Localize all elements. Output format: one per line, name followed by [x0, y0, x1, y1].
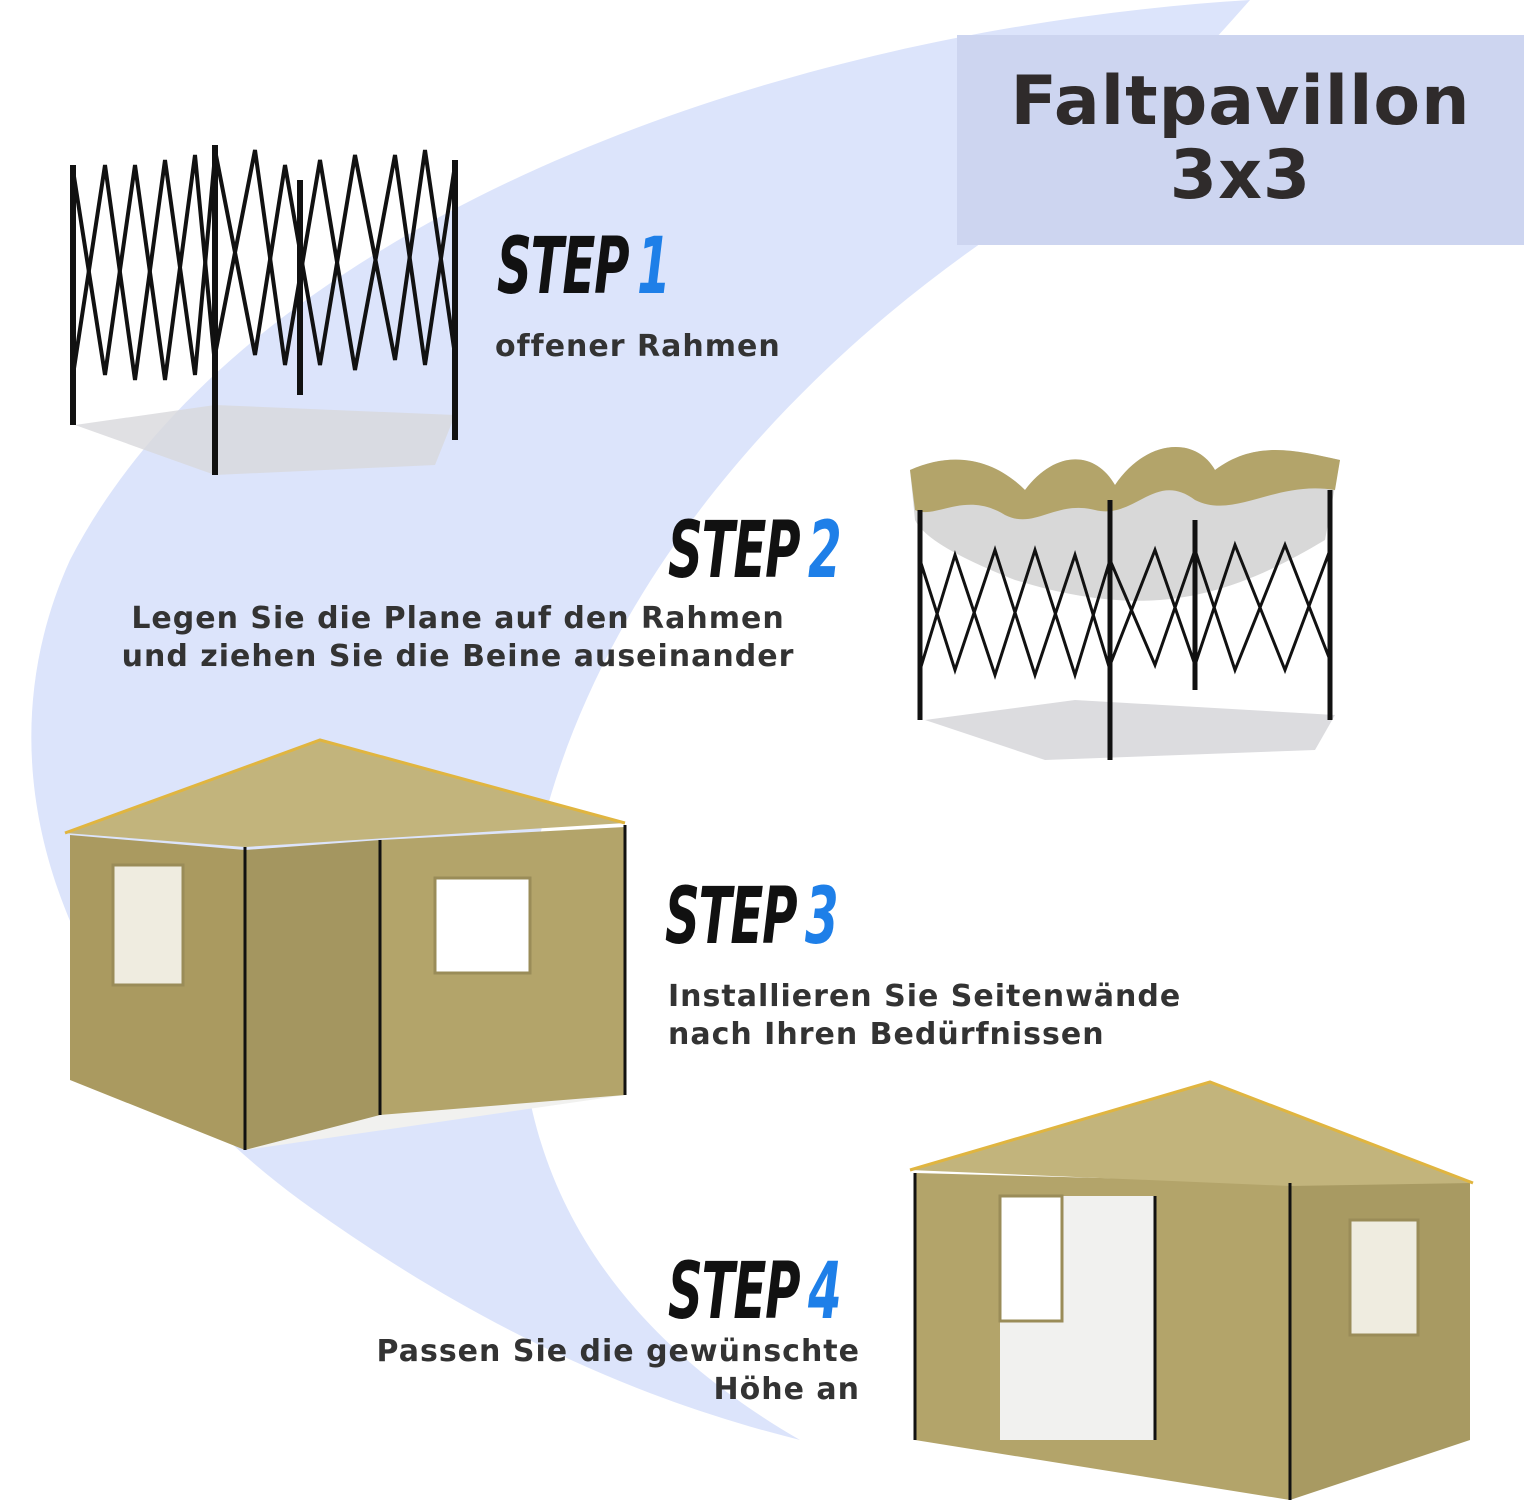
- desc-line: Passen Sie die gewünschte: [376, 1334, 860, 1369]
- step-2-description: Legen Sie die Plane auf den Rahmen und z…: [58, 600, 858, 676]
- step-4-description: Passen Sie die gewünschte Höhe an: [200, 1333, 860, 1409]
- step-label: STEP: [665, 872, 798, 962]
- desc-line: Höhe an: [713, 1372, 860, 1407]
- desc-line: und ziehen Sie die Beine auseinander: [121, 639, 795, 674]
- desc-line: nach Ihren Bedürfnissen: [668, 1017, 1105, 1052]
- step-label: STEP: [668, 506, 801, 596]
- step1-frame-image: [70, 145, 458, 475]
- step2-frame-canopy-image: [910, 447, 1340, 760]
- step-number: 1: [637, 222, 671, 312]
- step-label: STEP: [668, 1247, 801, 1337]
- step-3-description: Installieren Sie Seitenwände nach Ihren …: [668, 978, 1181, 1054]
- step-1-description: offener Rahmen: [495, 329, 781, 364]
- desc-line: Legen Sie die Plane auf den Rahmen: [131, 601, 785, 636]
- step4-tent-closed-image: [909, 1080, 1474, 1500]
- step-number: 3: [805, 872, 839, 962]
- step-number: 4: [808, 1247, 842, 1337]
- title-line-2: 3x3: [1169, 136, 1312, 215]
- step3-tent-sidewalls-image: [64, 738, 627, 1150]
- step-number: 2: [808, 506, 842, 596]
- desc-line: Installieren Sie Seitenwände: [668, 979, 1182, 1014]
- step-label: STEP: [497, 222, 630, 312]
- title-line-1: Faltpavillon: [1010, 62, 1471, 141]
- title-box: Faltpavillon 3x3: [957, 35, 1524, 245]
